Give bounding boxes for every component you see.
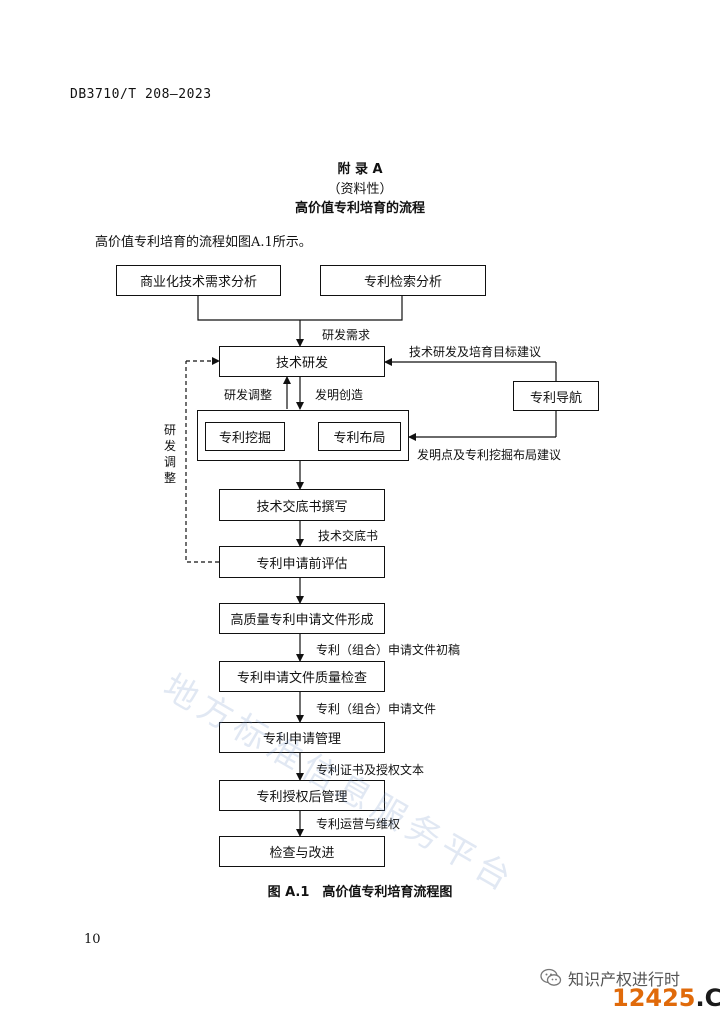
site-suffix: .CN (695, 984, 720, 1012)
quality-check-label: 专利申请文件质量检查 (236, 671, 367, 686)
patent-layout-label: 专利布局 (333, 431, 386, 446)
review-improve-box: 检查与改进 (219, 836, 385, 867)
appendix-nature: （资料性） (327, 182, 393, 197)
label-nav-to-mining: 发明点及专利挖掘布局建议 (417, 448, 562, 462)
patent-layout-box: 专利布局 (318, 422, 401, 451)
patent-mining-label: 专利挖掘 (218, 431, 271, 446)
site-logo: 12425.CN (612, 984, 720, 1012)
pre-filing-eval-label: 专利申请前评估 (256, 556, 348, 572)
hq-docs-label: 高质量专利申请文件形成 (230, 613, 374, 628)
pre-filing-eval-box: 专利申请前评估 (219, 546, 385, 578)
filing-mgmt-box: 专利申请管理 (219, 722, 385, 753)
review-improve-label: 检查与改进 (269, 846, 335, 861)
post-grant-mgmt-box: 专利授权后管理 (219, 780, 385, 811)
hq-docs-box: 高质量专利申请文件形成 (219, 603, 385, 634)
label-filing-docs: 专利（组合）申请文件 (316, 702, 437, 716)
site-number: 12425 (612, 984, 696, 1012)
appendix-title: 附 录 A (337, 162, 383, 177)
commercial-analysis-box: 商业化技术需求分析 (116, 265, 281, 296)
label-operation: 专利运营与维权 (316, 817, 401, 831)
quality-check-box: 专利申请文件质量检查 (219, 661, 385, 692)
label-side-adjust: 研发调整 (163, 423, 176, 485)
patent-mining-box: 专利挖掘 (205, 422, 285, 451)
disclosure-writing-box: 技术交底书撰写 (219, 489, 385, 521)
label-rd-need: 研发需求 (322, 328, 371, 342)
filing-mgmt-label: 专利申请管理 (262, 732, 341, 747)
patent-navigation-label: 专利导航 (529, 390, 582, 406)
post-grant-mgmt-label: 专利授权后管理 (256, 790, 348, 805)
page-number: 10 (84, 932, 101, 947)
patent-search-label: 专利检索分析 (363, 275, 442, 290)
tech-rd-label: 技术研发 (275, 356, 328, 371)
label-disclosure: 技术交底书 (318, 529, 379, 543)
tech-rd-box: 技术研发 (219, 346, 385, 377)
label-invention: 发明创造 (315, 388, 364, 402)
appendix-heading: 高价值专利培育的流程 (294, 201, 425, 216)
label-rd-adjust: 研发调整 (224, 388, 273, 402)
intro-paragraph: 高价值专利培育的流程如图A.1所示。 (95, 235, 312, 250)
label-nav-to-rd: 技术研发及培育目标建议 (409, 345, 542, 359)
figure-caption: 图 A.1 高价值专利培育流程图 (267, 885, 453, 900)
patent-navigation-box: 专利导航 (513, 381, 599, 411)
wechat-icon (540, 968, 562, 986)
standard-code: DB3710/T 208—2023 (70, 87, 212, 102)
patent-search-box: 专利检索分析 (320, 265, 486, 296)
label-certs: 专利证书及授权文本 (316, 763, 425, 777)
wechat-name: 知识产权进行时 (568, 970, 681, 989)
wechat-account: 知识产权进行时 (540, 966, 680, 990)
commercial-analysis-label: 商业化技术需求分析 (139, 275, 257, 290)
disclosure-writing-label: 技术交底书撰写 (256, 499, 348, 515)
label-draft: 专利（组合）申请文件初稿 (316, 643, 461, 657)
